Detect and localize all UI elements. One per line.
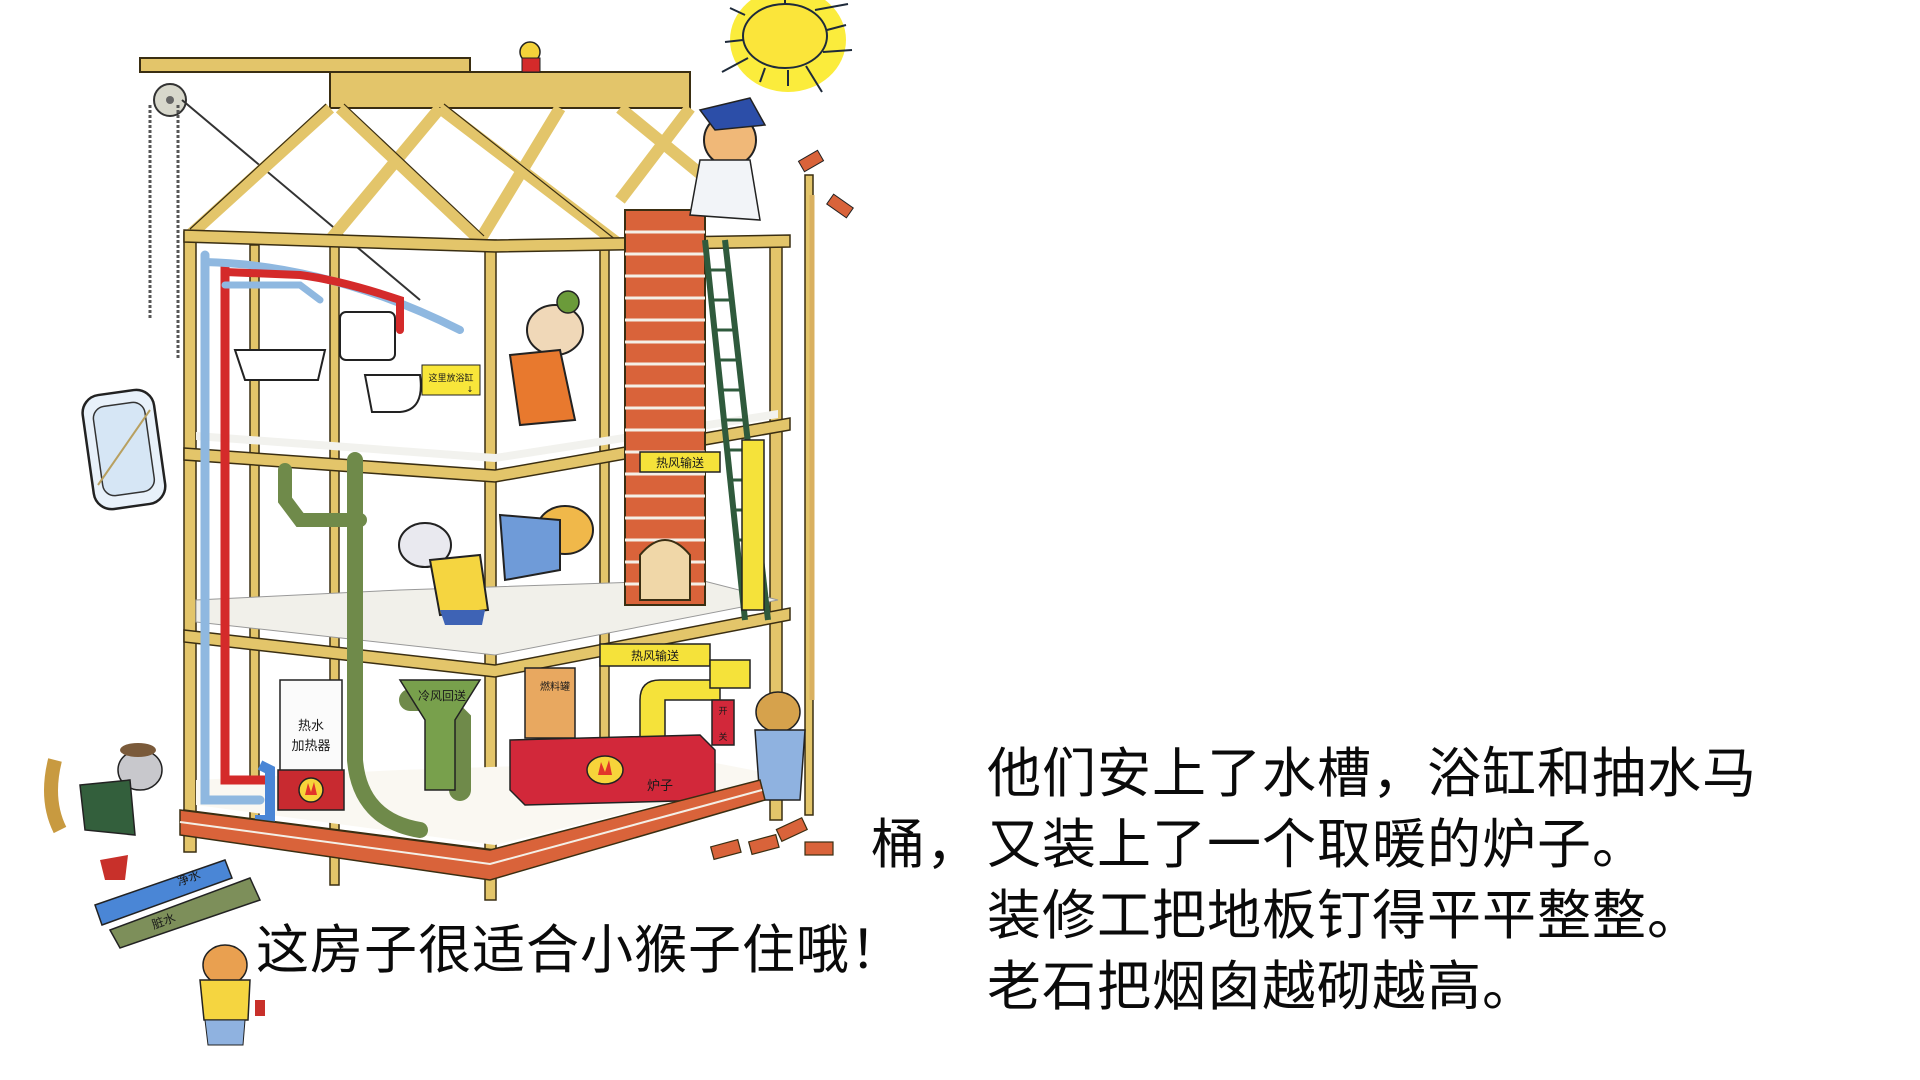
svg-text:热水: 热水 xyxy=(298,719,324,734)
hot-air-ducts: 热风输送 热风输送 xyxy=(599,439,765,746)
story-line-4: 老石把烟囱越砌越高。 xyxy=(987,955,1537,1018)
story-line-2: 桶，又装上了一个取暖的炉子。 xyxy=(871,809,1757,880)
water-heater: 热水 加热器 xyxy=(255,679,345,825)
kitten-with-hammer xyxy=(199,944,265,1046)
fuel-tank: 燃料罐 xyxy=(524,667,576,739)
story-line-1: 他们安上了水槽，浴缸和抽水马 xyxy=(987,742,1757,805)
svg-text:加热器: 加热器 xyxy=(291,739,330,754)
kitten-with-drill xyxy=(398,522,490,625)
svg-text:开: 开 xyxy=(718,706,727,717)
mouse-with-hammer xyxy=(519,41,541,73)
svg-text:燃料罐: 燃料罐 xyxy=(540,680,570,693)
illustration-svg: 这里放浴缸 ↓ xyxy=(44,0,854,1046)
pig-bricklayer xyxy=(689,97,854,700)
sun-icon xyxy=(721,0,853,93)
furnace: 炉子 xyxy=(509,734,716,806)
brick-chimney xyxy=(624,209,706,606)
roof-trusses xyxy=(185,71,724,250)
pulley-crane xyxy=(139,57,471,360)
furnace-switch: 开 关 xyxy=(711,699,735,746)
story-line-3: 装修工把地板钉得平平整整。 xyxy=(987,884,1702,947)
story-text-block: 他们安上了水槽，浴缸和抽水马 桶，又装上了一个取暖的炉子。 装修工把地板钉得平平… xyxy=(871,738,1757,1022)
raccoon-digging xyxy=(44,743,163,880)
svg-text:炉子: 炉子 xyxy=(647,779,673,794)
bathroom-fixtures xyxy=(233,311,422,413)
underground-pipes: 净水 脏水 xyxy=(94,859,262,949)
bathtub-placement-sign: 这里放浴缸 ↓ xyxy=(421,364,481,396)
loose-bricks xyxy=(709,816,834,861)
svg-text:冷风回送: 冷风回送 xyxy=(418,688,466,703)
svg-text:这里放浴缸: 这里放浴缸 xyxy=(428,372,473,384)
story-line-2-text: 又装上了一个取暖的炉子。 xyxy=(987,813,1647,876)
hanging-bathtub xyxy=(81,388,167,511)
cat-worker-pulling-rope xyxy=(508,290,584,427)
story-line-2-hanging-prefix: 桶， xyxy=(871,813,981,876)
cold-air-return-funnel: 冷风回送 xyxy=(398,679,482,791)
svg-text:关: 关 xyxy=(718,731,727,743)
svg-text:↓: ↓ xyxy=(467,385,474,394)
cat-carpenter-hammering xyxy=(498,505,594,582)
svg-text:热风输送: 热风输送 xyxy=(631,648,679,663)
svg-text:热风输送: 热风输送 xyxy=(656,455,704,470)
illustration-caption: 这房子很适合小猴子住哦！ xyxy=(256,920,904,981)
house-construction-illustration: 这里放浴缸 ↓ xyxy=(0,0,900,1080)
brick-foundation xyxy=(179,779,766,881)
raccoon-electrician xyxy=(754,691,806,801)
